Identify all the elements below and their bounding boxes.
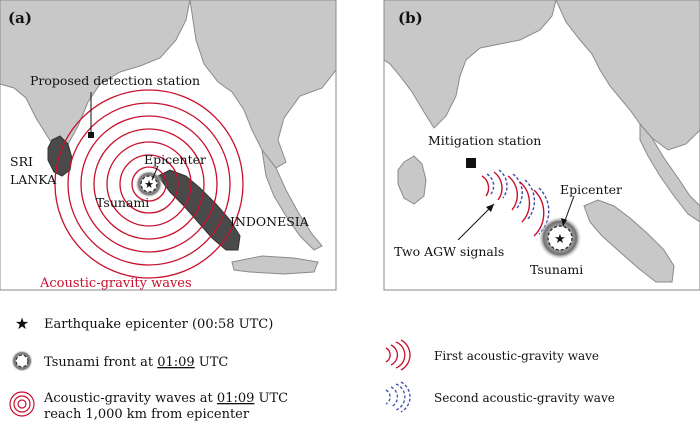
mitigation-station-marker — [466, 158, 476, 168]
legend-agw-text-line1: Acoustic-gravity waves at 01:09 UTC — [43, 391, 288, 406]
signals-arrow-head — [486, 204, 494, 212]
station-label: Proposed detection station — [30, 73, 200, 88]
epicenter-label-b: Epicenter — [560, 182, 622, 197]
agw-rings — [54, 89, 244, 279]
tsunami-front-ring — [140, 175, 158, 193]
epicenter-label: Epicenter — [144, 152, 206, 167]
signals-label: Two AGW signals — [394, 244, 504, 259]
legend-star-icon: ★ — [15, 314, 29, 333]
legend-second-wave-icon — [385, 381, 411, 413]
detection-station-marker — [88, 132, 94, 138]
sri-lanka-island-b — [397, 155, 427, 205]
epicenter-star-icon-b: ★ — [554, 232, 566, 247]
india-landmass-b — [384, 0, 557, 129]
signals-arrow — [457, 203, 495, 241]
panel-b-tag: (b) — [398, 9, 423, 27]
legend-agw-icon — [9, 391, 35, 417]
legend-first-wave-icon — [385, 339, 411, 371]
sumatra-island — [157, 169, 241, 251]
agw-label: Acoustic-gravity waves — [39, 276, 192, 291]
sri-lanka-label-line1: SRI — [10, 154, 33, 169]
peninsula-b — [639, 122, 700, 223]
malay-peninsula — [261, 148, 323, 251]
legend-tsunami-icon — [15, 354, 29, 368]
epicenter-star-icon: ★ — [144, 178, 154, 191]
epicenter-leader-line — [151, 165, 159, 181]
legend-tsunami-text: Tsunami front at 01:09 UTC — [44, 355, 228, 370]
sri-lanka-island — [47, 135, 73, 177]
tsunami-ring-b — [547, 225, 573, 251]
java-island — [231, 255, 319, 275]
sumatra-island-b — [583, 199, 675, 283]
panel-b-map: ★ (b) Mitigation station Epicenter Two A… — [383, 0, 700, 291]
india-landmass — [0, 0, 191, 151]
tsunami-label-b: Tsunami — [530, 262, 583, 277]
se-asia-landmass-b — [555, 0, 700, 151]
panel-a-map: ★ (a) Proposed detection station SRI LAN… — [0, 0, 337, 291]
tsunami-label: Tsunami — [96, 195, 149, 210]
legend-agw-text-line2: reach 1,000 km from epicenter — [44, 407, 250, 422]
legend-epicenter-text: Earthquake epicenter (00:58 UTC) — [44, 317, 273, 332]
indonesia-label: INDONESIA — [230, 214, 310, 229]
legend-first-wave-text: First acoustic-gravity wave — [434, 349, 599, 363]
epicenter-arrow-head-b — [561, 218, 567, 226]
sri-lanka-label-line2: LANKA — [10, 172, 57, 187]
panel-a-tag: (a) — [8, 9, 32, 27]
legend-second-wave-text: Second acoustic-gravity wave — [434, 391, 615, 405]
mitigation-station-label: Mitigation station — [428, 133, 541, 148]
legend: ★ Earthquake epicenter (00:58 UTC) Tsuna… — [9, 314, 615, 422]
